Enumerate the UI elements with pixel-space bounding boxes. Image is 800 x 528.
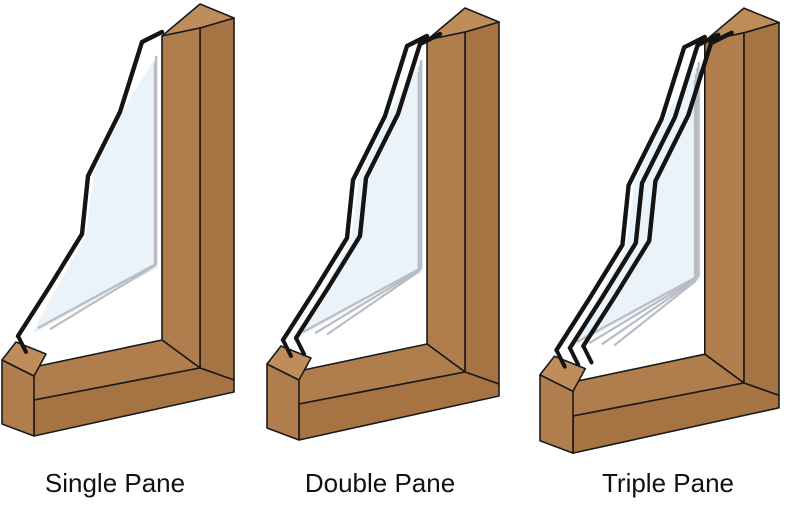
spacer-line (314, 66, 421, 335)
glass-pane-foot (581, 344, 594, 365)
glass-pane-foot (294, 336, 306, 356)
frame-end-cap (1, 341, 47, 377)
frame-front-vertical (703, 31, 745, 384)
window-frame-3 (539, 7, 780, 454)
single-pane-label: Single Pane (44, 468, 186, 498)
glass-pane-foot (16, 334, 28, 354)
glass-pane-edge (15, 29, 165, 339)
frame-side-face (199, 17, 235, 381)
spacer-line (326, 72, 420, 336)
glass-pane-edge (567, 32, 721, 351)
triple-pane-label: Triple Pane (602, 468, 734, 498)
frame-end-cap (266, 345, 312, 381)
frame-side-face (464, 21, 500, 385)
frame-front-vertical (426, 31, 466, 373)
window-frame-2 (266, 7, 500, 441)
frame-end-cap (539, 355, 587, 393)
spacer-line (302, 60, 423, 333)
glass-pane-foot (567, 346, 581, 367)
window-frame-1 (1, 3, 235, 437)
glass-pane-edge (581, 30, 734, 349)
frame-front-vertical (161, 27, 201, 369)
glass-pane-edge (280, 33, 430, 343)
glass-area (32, 54, 158, 334)
spacer-line (576, 61, 700, 343)
frame-side-face (743, 21, 780, 397)
glass-pane-edge (293, 31, 443, 341)
double-pane-label: Double Pane (304, 468, 456, 498)
spacer-line (588, 67, 699, 345)
glass-pane-foot (281, 338, 293, 358)
spacer-line (49, 62, 156, 331)
spacer-line (613, 80, 697, 347)
glass-pane-edge (554, 34, 707, 353)
glass-pane-foot (554, 348, 567, 369)
spacer-line (37, 56, 158, 329)
spacer-line (601, 74, 698, 346)
